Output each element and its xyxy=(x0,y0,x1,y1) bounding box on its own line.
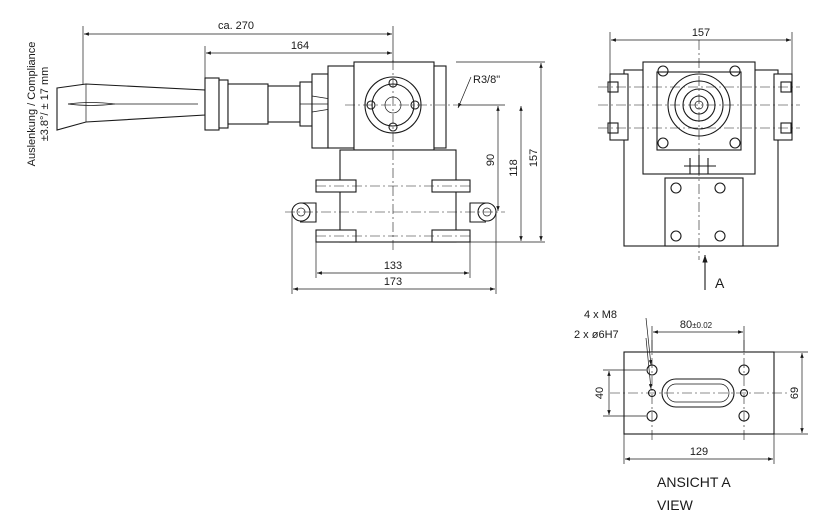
view-subtitle: VIEW xyxy=(657,497,694,513)
dim-center-height: 90 xyxy=(485,154,497,166)
side-dimensions: ca. 270 164 R3/8" 90 118 157 133 173 xyxy=(82,20,545,294)
dim-total-height: 157 xyxy=(528,149,540,167)
dim-foot-width: 173 xyxy=(384,276,402,288)
dim-hole-spacing: 133 xyxy=(384,260,402,272)
dim-plate-inner-height: 40 xyxy=(594,387,606,399)
view-a: 80±0.02 4 x M8 2 x ø6H7 40 69 129 ANSICH… xyxy=(574,309,808,513)
compliance-label: Auslenkung / Compliance xyxy=(26,42,38,167)
dim-overall-length: ca. 270 xyxy=(218,20,254,32)
compliance-value: ±3.8°/ ± 17 mm xyxy=(39,67,51,142)
side-view: ca. 270 164 R3/8" 90 118 157 133 173 xyxy=(26,20,545,294)
compliance-cone xyxy=(56,83,206,131)
dim-handle-to-center: 164 xyxy=(291,40,309,52)
dim-plate-height: 69 xyxy=(789,387,801,399)
gear-housing xyxy=(327,60,460,250)
dim-end-view-width: 157 xyxy=(692,27,710,39)
label-m8-holes: 4 x M8 xyxy=(584,309,617,321)
dim-thread: R3/8" xyxy=(473,74,500,86)
label-pin-holes: 2 x ø6H7 xyxy=(574,329,619,341)
dim-plate-width: 129 xyxy=(690,446,708,458)
dim-mid-height: 118 xyxy=(508,159,520,177)
view-arrow-label: A xyxy=(715,275,725,291)
dim-bolt-spacing: 80±0.02 xyxy=(680,319,713,331)
view-title: ANSICHT A xyxy=(657,474,731,490)
end-view: 157 A xyxy=(598,27,800,291)
handle-body xyxy=(204,73,363,149)
